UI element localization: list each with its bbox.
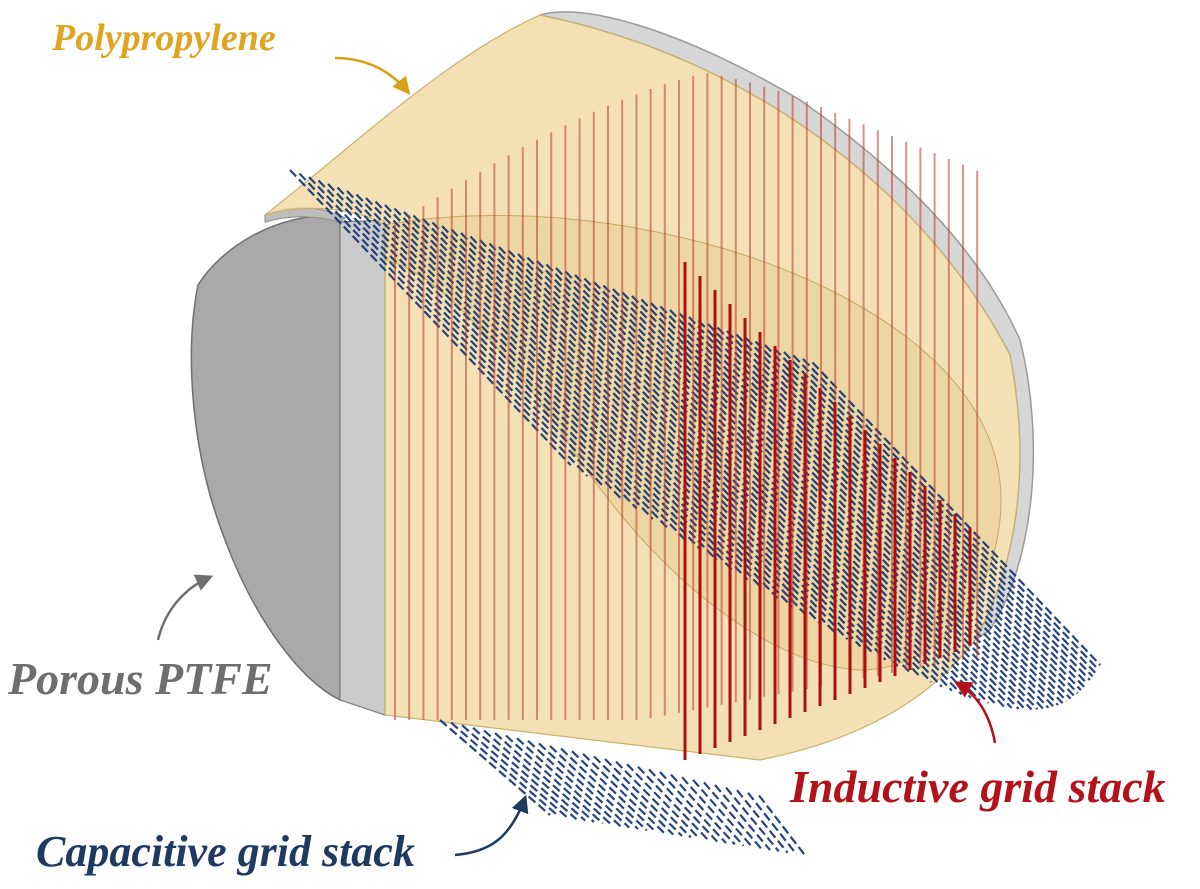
capacitive-grid-dash-line [527,739,622,828]
capacitive-grid-dash-line [488,242,887,661]
capacitive-grid-dash-line [549,745,639,830]
capacitive-grid-dash-line [298,172,589,477]
ptfe-rim [339,219,386,716]
capacitive-grid-dash-line [604,758,683,837]
capacitive-grid-dash-line [507,249,910,673]
capacitive-grid-dash-line [472,726,578,821]
capacitive-grid-dash-line [773,347,1091,681]
capacitive-grid-dash-line [516,737,613,826]
capacitive-grid-dash-line [403,211,764,590]
capacitive-grid-dash-line [688,316,1059,706]
capacitive-grid-dash-line [792,354,1096,674]
capacitive-grid-dash-line [441,225,822,625]
ptfe-face [190,214,341,702]
capacitive-grid-dash-line [536,260,943,688]
capacitive-grid-dash-line [494,732,595,823]
capacitive-grid-dash-line [393,207,749,581]
capacitive-grid-dash-line [384,204,733,571]
capacitive-grid-dash-line [615,760,692,839]
porous-ptfe-label: Porous PTFE [8,653,273,704]
capacitive-grid-dash-line [747,792,798,855]
capacitive-grid-dash-line [374,200,718,561]
polypropylene-label: Polypropylene [52,17,276,59]
capacitive-grid-dash-line [564,270,972,699]
capacitive-grid-dash-line [670,773,736,846]
capacitive-grid-stack-label: Capacitive grid stack [36,827,415,876]
capacitive-grid-dash-line [571,750,657,833]
capacitive-grid-dash-line [681,776,745,847]
capacitive-grid-dash-line [582,753,666,834]
capacitive-grid-dash-line [289,169,572,466]
capacitive-grid-dash-line [483,729,586,822]
capacitive-grid-dash-line [726,330,1075,697]
capacitive-grid-dash-line [317,179,621,499]
inductive-grid-stack-wires [394,73,979,760]
capacitive-grid-dash-line [725,786,780,853]
capacitive-grid-dash-line [659,771,727,844]
capacitive-grid-dash-line [626,763,701,840]
capacitive-grid-dash-line [692,779,754,848]
inductive-grid-stack-label: Inductive grid stack [790,761,1166,812]
capacitive-grid-dash-line [707,323,1068,702]
capacitive-grid-dash-line [450,228,835,633]
capacitive-grid-dash-line [327,183,638,510]
capacitive-grid-dash-line [802,358,1099,670]
capacitive-grid-dash-line [637,766,710,841]
capacitive-grid-dash-line [703,781,763,850]
capacitive-grid-dash-line [469,235,862,648]
capacitive-grid-dash-line [439,719,551,816]
capacitive-grid-dash-line [365,197,702,551]
capacitive-grid-dash-line [560,747,648,832]
capacitive-grid-dash-line [593,281,998,706]
capacitive-grid-dash-line [308,176,605,488]
capacitive-grid-stack-arrow [454,794,529,857]
capacitive-grid-dash-line [355,193,686,541]
capacitive-grid-dash-line [593,755,674,836]
capacitive-grid-dash-line [538,742,630,829]
capacitive-grid-dash-line [811,361,1102,666]
porous-ptfe-arrow [156,574,214,641]
capacitive-grid-dash-line [460,232,849,641]
capacitive-grid-dash-line [736,789,789,854]
capacitive-grid-dash-line [783,351,1094,678]
capacitive-grid-dash-line [669,309,1050,709]
capacitive-grid-dash-line [450,721,560,818]
polypropylene-arrow [334,56,411,95]
capacitive-grid-dash-line [517,253,922,678]
polypropylene-body [264,14,1021,761]
capacitive-grid-dash-line [631,295,1026,711]
inductive-grid-stack-arrow [953,681,997,744]
capacitive-grid-dash-line [659,305,1044,710]
capacitive-grid-dash-line [505,734,604,825]
capacitive-grid-dash-line [648,768,718,843]
capacitive-grid-dash-line [412,214,779,599]
capacitive-grid-dash-line [714,784,771,851]
capacitive-grid-dash-line [461,724,569,819]
capacitive-grid-dash-line [745,337,1082,691]
